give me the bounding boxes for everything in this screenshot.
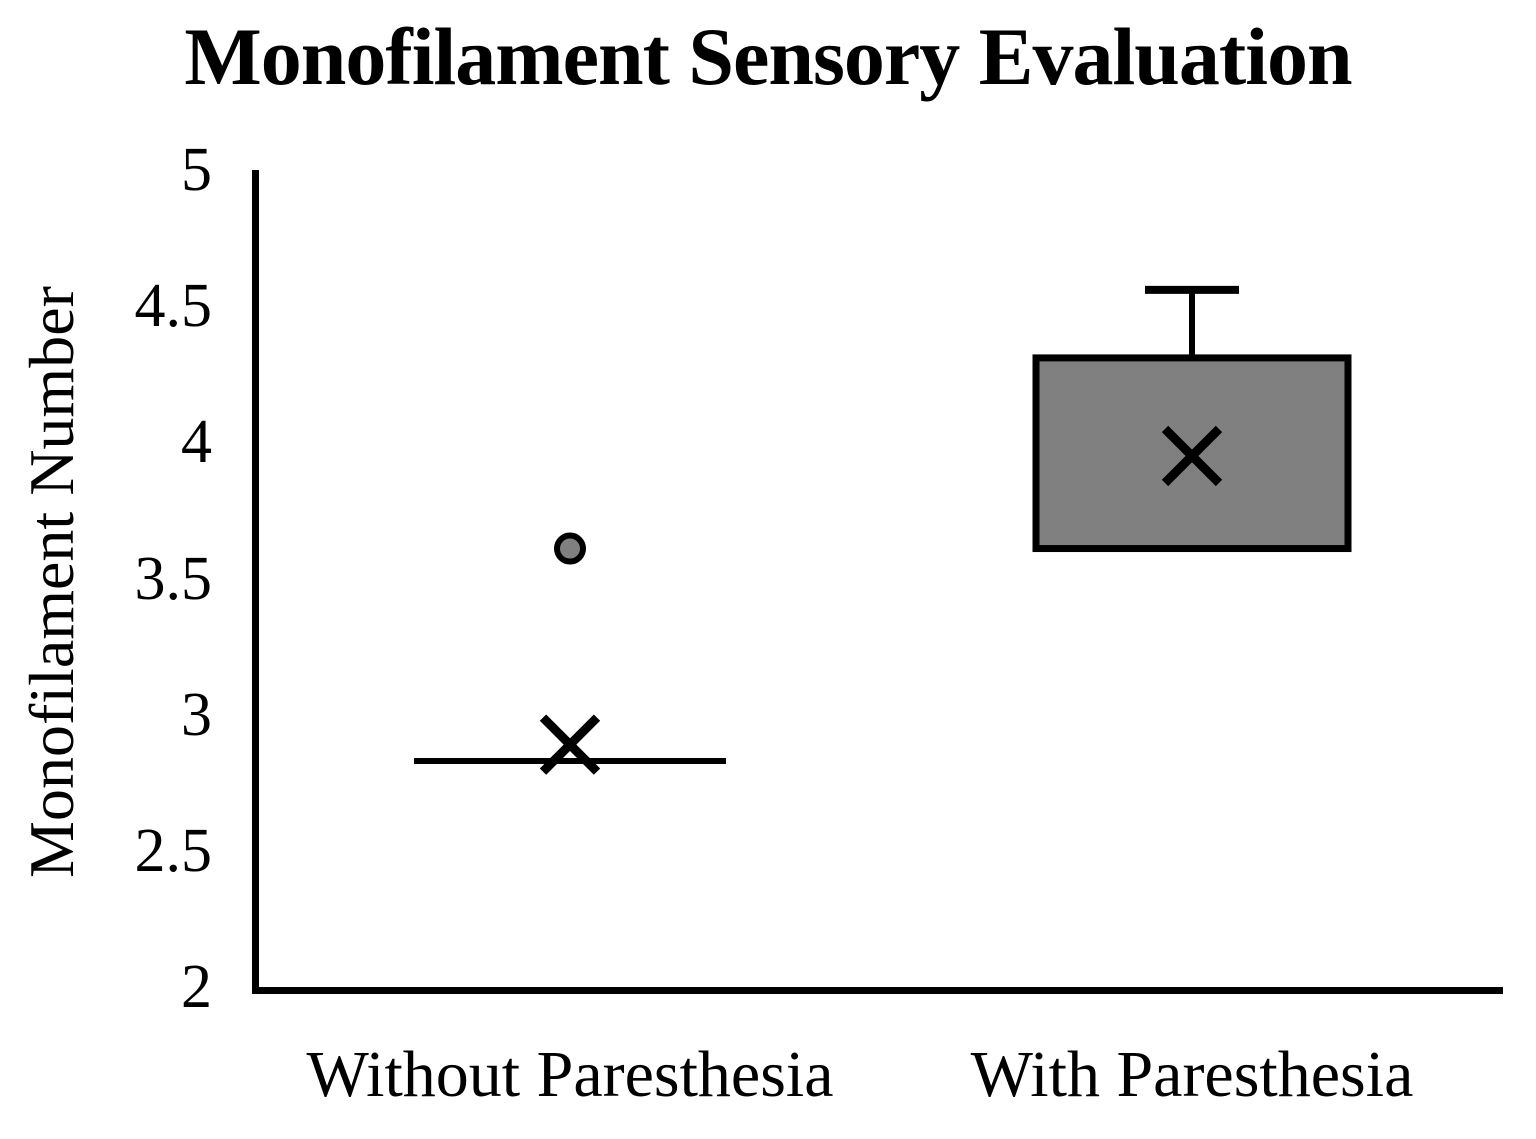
- x-category-label: Without Paresthesia: [306, 1038, 834, 1111]
- y-tick-label: 5: [181, 136, 212, 204]
- y-tick-label: 3.5: [134, 544, 213, 613]
- plot-area: [252, 170, 1503, 994]
- y-tick-label: 2: [181, 953, 212, 1021]
- outlier-point: [554, 532, 586, 565]
- mean-x-marker: [539, 714, 601, 775]
- y-tick-label: 2.5: [134, 816, 213, 885]
- y-tick-label: 4: [181, 408, 212, 477]
- y-tick-label: 3: [181, 680, 212, 749]
- x-category-label: With Paresthesia: [970, 1038, 1414, 1111]
- y-tick-label: 4.5: [134, 272, 213, 341]
- plot-canvas: [414, 285, 1352, 775]
- chart-title: Monofilament Sensory Evaluation: [184, 11, 1352, 102]
- mean-x-marker: [1161, 425, 1223, 487]
